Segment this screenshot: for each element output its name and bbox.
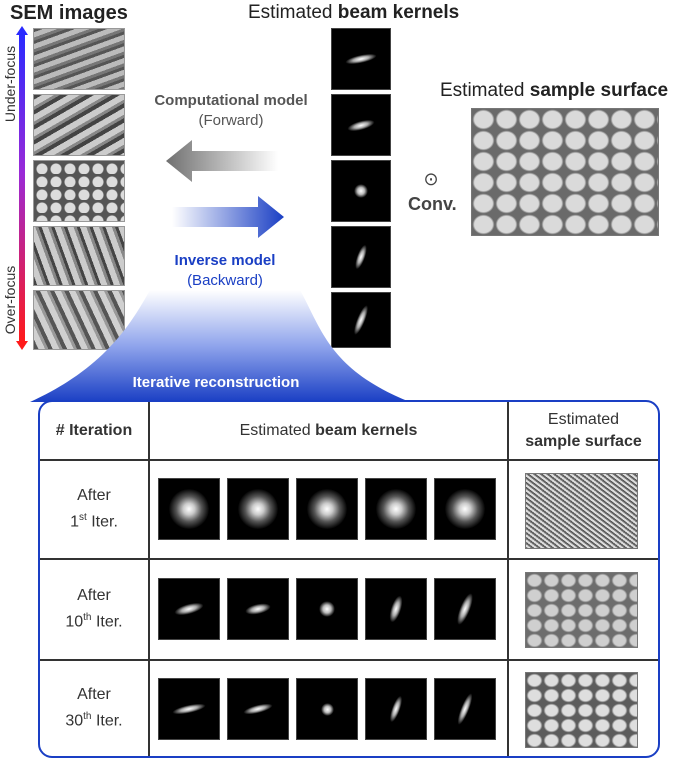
- row-label-1: After 1st Iter.: [40, 461, 148, 558]
- sem-images-title: SEM images: [10, 2, 128, 25]
- iter30-kernel-1: [158, 678, 220, 740]
- row-label-2: After 10th Iter.: [40, 560, 148, 659]
- conv-label: Conv.: [408, 194, 457, 215]
- iter10-kernel-2: [227, 578, 289, 640]
- iter30-sample-surface: [525, 672, 638, 748]
- iter10-kernel-5: [434, 578, 496, 640]
- top-kernel-2: [331, 94, 391, 156]
- forward-label: Computational model (Forward): [140, 92, 322, 129]
- sem-image-1: [33, 28, 125, 90]
- beam-kernels-title: Estimated beam kernels: [248, 2, 459, 24]
- sem-image-3: [33, 160, 125, 222]
- under-focus-label: Under-focus: [2, 34, 18, 134]
- top-kernel-4: [331, 226, 391, 288]
- iter30-kernel-5: [434, 678, 496, 740]
- header-beam-kernels: Estimated beam kernels: [150, 402, 507, 459]
- top-sample-surface: [471, 108, 659, 236]
- sem-image-2: [33, 94, 125, 156]
- sem-image-4: [33, 226, 125, 286]
- over-focus-label: Over-focus: [2, 250, 18, 350]
- iter10-sample-surface: [525, 572, 638, 648]
- iter10-kernel-1: [158, 578, 220, 640]
- iter1-kernel-2: [227, 478, 289, 540]
- top-kernel-1: [331, 28, 391, 90]
- header-sample-surface: Estimated sample surface: [509, 402, 658, 459]
- top-kernel-3: [331, 160, 391, 222]
- iter1-kernel-3: [296, 478, 358, 540]
- sample-surface-title: Estimated sample surface: [440, 80, 668, 102]
- row-label-3: After 30th Iter.: [40, 661, 148, 756]
- iter30-kernel-3: [296, 678, 358, 740]
- iterative-reconstruction-label: Iterative reconstruction: [126, 374, 306, 391]
- focus-gradient-bar: [19, 34, 25, 342]
- iter30-kernel-2: [227, 678, 289, 740]
- iter1-kernel-4: [365, 478, 427, 540]
- iter10-kernel-3: [296, 578, 358, 640]
- iter1-kernel-1: [158, 478, 220, 540]
- iter1-sample-surface: [525, 473, 638, 549]
- iter1-kernel-5: [434, 478, 496, 540]
- iter30-kernel-4: [365, 678, 427, 740]
- convolution-icon: ⊙: [419, 169, 443, 190]
- backward-arrow: [172, 196, 284, 238]
- iter10-kernel-4: [365, 578, 427, 640]
- inverse-label: Inverse model (Backward): [140, 252, 310, 289]
- header-iteration: # Iteration: [40, 402, 148, 459]
- forward-arrow: [166, 140, 278, 182]
